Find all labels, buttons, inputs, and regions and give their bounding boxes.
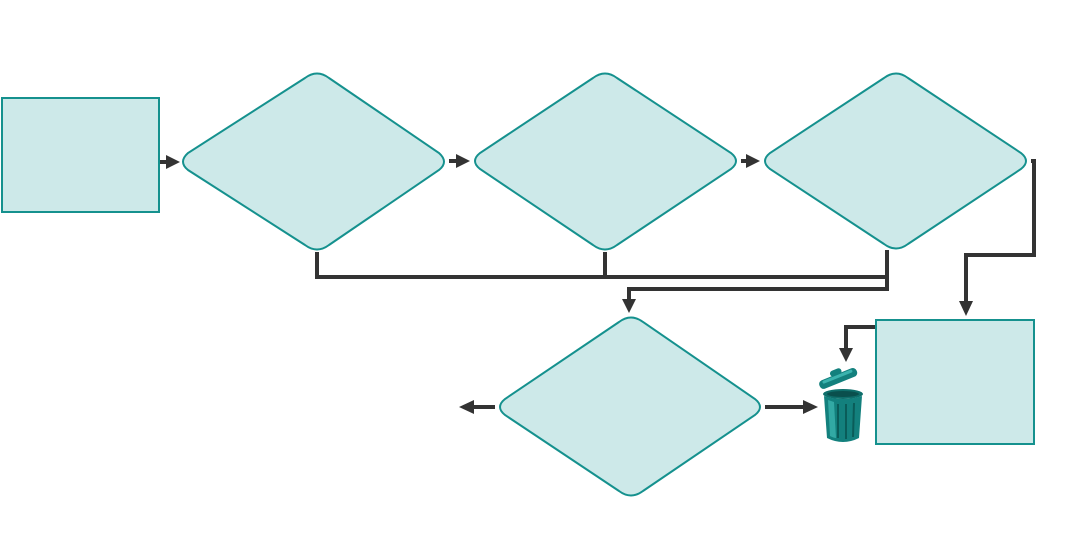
arrowhead bbox=[459, 400, 474, 414]
process-box[interactable] bbox=[875, 319, 1035, 445]
decision-1[interactable] bbox=[182, 72, 445, 251]
decision-3[interactable] bbox=[764, 72, 1027, 250]
arrowhead bbox=[456, 154, 470, 168]
arrowhead bbox=[166, 155, 180, 169]
edge-decision-3-to-process-box bbox=[964, 159, 1036, 304]
arrowhead bbox=[746, 154, 760, 168]
decision-4[interactable] bbox=[499, 316, 761, 497]
edge-decision-1-to-bus bbox=[315, 252, 887, 279]
trash-can-icon bbox=[819, 368, 863, 442]
connectors bbox=[159, 154, 1036, 414]
edge-decision-3-to-bus bbox=[627, 250, 889, 301]
nodes bbox=[1, 72, 1035, 497]
decision-2[interactable] bbox=[474, 72, 737, 251]
arrowhead bbox=[622, 299, 636, 313]
edge-process-box-to-discard bbox=[844, 325, 876, 350]
arrowhead bbox=[959, 301, 973, 316]
arrowhead bbox=[803, 400, 818, 414]
arrowhead bbox=[839, 348, 853, 362]
start-box[interactable] bbox=[1, 97, 160, 213]
